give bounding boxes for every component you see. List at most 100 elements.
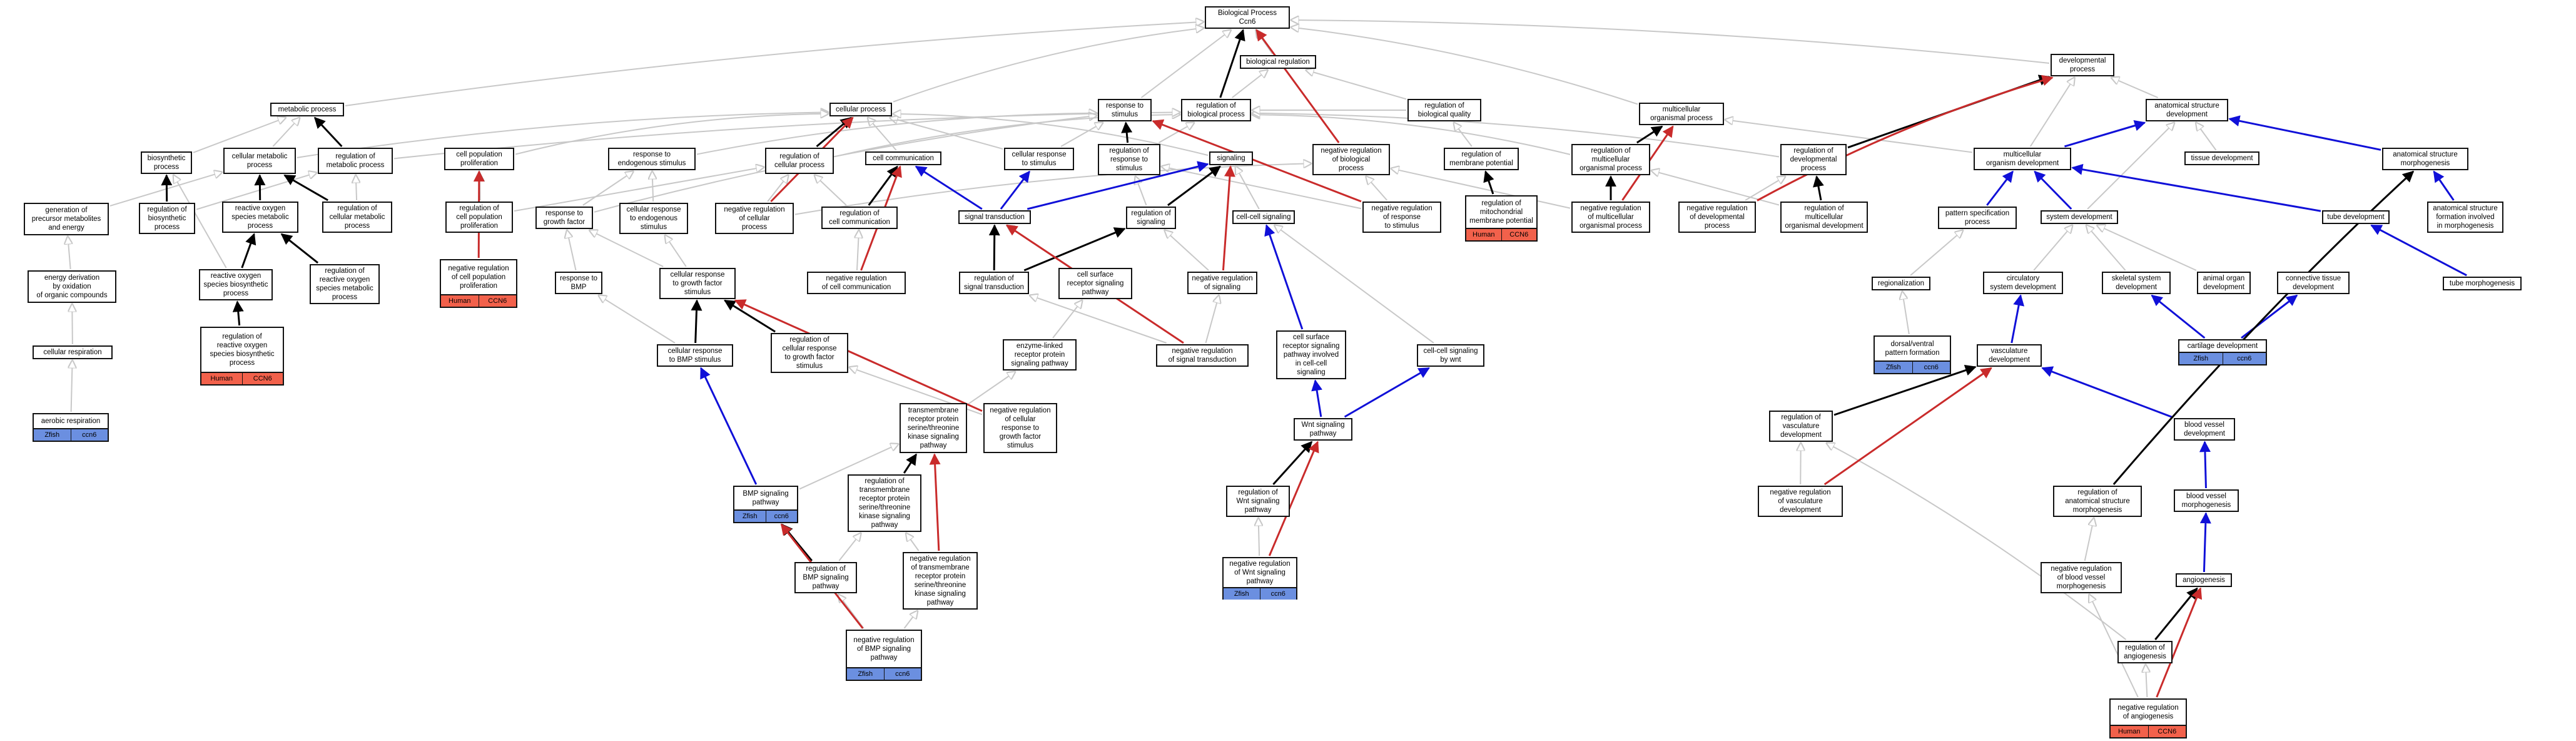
go-term-node[interactable]: Biological Process Ccn6 [1205, 6, 1290, 29]
go-term-node[interactable]: regulation of multicellular organismal p… [1571, 144, 1650, 175]
go-term-node[interactable]: tissue development [2184, 151, 2259, 165]
go-term-node[interactable]: negative regulation of signaling [1187, 272, 1257, 294]
go-term-node[interactable]: anatomical structure morphogenesis [2382, 148, 2468, 170]
go-term-node[interactable]: multicellular organismal process [1639, 103, 1724, 125]
go-term-node[interactable]: negative regulation of transmembrane rec… [903, 552, 978, 610]
go-term-node[interactable]: response to growth factor [535, 207, 593, 229]
go-term-node[interactable]: signaling [1209, 151, 1253, 165]
go-term-node[interactable]: cell surface receptor signaling pathway … [1276, 330, 1346, 379]
go-term-node[interactable]: regulation of transmembrane receptor pro… [848, 474, 921, 532]
go-term-node[interactable]: regionalization [1872, 277, 1930, 290]
go-term-node[interactable]: skeletal system development [2102, 272, 2171, 294]
go-term-node[interactable]: metabolic process [270, 103, 344, 116]
go-term-node[interactable]: circulatory system development [1983, 272, 2063, 294]
go-term-label: cellular response to endogenous stimulus [626, 206, 681, 232]
go-term-node[interactable]: generation of precursor metabolites and … [24, 203, 109, 235]
go-term-node[interactable]: negative regulation of cell population p… [440, 259, 517, 308]
go-term-node[interactable]: cell population proliferation [444, 148, 514, 170]
go-term-node[interactable]: pattern specification process [1938, 207, 2017, 229]
relation-edge-gray [906, 533, 920, 551]
go-term-node[interactable]: cell-cell signaling by wnt [1417, 344, 1484, 367]
go-term-node[interactable]: regulation of angiogenesis [2117, 641, 2173, 663]
go-term-node[interactable]: cellular response to endogenous stimulus [619, 203, 688, 234]
go-term-node[interactable]: developmental process [2051, 54, 2114, 76]
go-term-node[interactable]: cell surface receptor signaling pathway [1058, 268, 1132, 299]
go-term-node[interactable]: response to stimulus [1098, 99, 1152, 121]
go-term-node[interactable]: signal transduction [958, 210, 1031, 224]
go-term-node[interactable]: negative regulation of cellular process [715, 203, 794, 234]
go-term-node[interactable]: cellular response to growth factor stimu… [659, 268, 736, 299]
go-term-node[interactable]: regulation of developmental process [1780, 144, 1847, 175]
go-term-node[interactable]: regulation of cellular metabolic process [322, 202, 392, 233]
go-term-node[interactable]: negative regulation of multicellular org… [1571, 202, 1650, 233]
go-term-node[interactable]: vasculature development [1977, 344, 2042, 367]
go-term-node[interactable]: anatomical structure development [2146, 99, 2228, 121]
go-term-node[interactable]: blood vessel morphogenesis [2174, 489, 2239, 512]
go-term-node[interactable]: tube development [2322, 210, 2390, 224]
go-term-node[interactable]: negative regulation of signal transducti… [1156, 344, 1249, 367]
go-term-node[interactable]: negative regulation of Wnt signaling pat… [1222, 557, 1297, 600]
go-term-node[interactable]: energy derivation by oxidation of organi… [28, 270, 116, 303]
go-term-node[interactable]: regulation of BMP signaling pathway [794, 562, 857, 593]
go-term-node[interactable]: regulation of anatomical structure morph… [2053, 486, 2142, 517]
go-term-node[interactable]: regulation of signaling [1126, 207, 1176, 229]
go-term-node[interactable]: negative regulation of cellular response… [983, 403, 1057, 453]
go-term-node[interactable]: negative regulation of developmental pro… [1678, 202, 1756, 233]
go-term-node[interactable]: multicellular organism development [1974, 148, 2071, 170]
go-term-node[interactable]: biological regulation [1240, 55, 1316, 69]
go-term-node[interactable]: regulation of biological process [1181, 99, 1251, 121]
go-term-node[interactable]: biosynthetic process [141, 151, 192, 174]
go-term-node[interactable]: regulation of biological quality [1407, 99, 1481, 121]
go-term-node[interactable]: regulation of Wnt signaling pathway [1226, 486, 1290, 517]
go-term-node[interactable]: cellular metabolic process [223, 148, 296, 174]
go-term-node[interactable]: regulation of multicellular organismal d… [1780, 202, 1868, 233]
go-term-node[interactable]: cell communication [865, 151, 941, 165]
go-term-node[interactable]: regulation of metabolic process [318, 148, 393, 174]
go-term-node[interactable]: tube morphogenesis [2443, 277, 2522, 290]
go-term-node[interactable]: cellular respiration [33, 345, 113, 359]
go-term-node[interactable]: cellular process [829, 103, 892, 116]
go-term-node[interactable]: negative regulation of blood vessel morp… [2041, 562, 2122, 593]
go-term-node[interactable]: angiogenesis [2176, 573, 2232, 587]
go-term-node[interactable]: regulation of mitochondrial membrane pot… [1465, 195, 1538, 242]
go-term-node[interactable]: regulation of cell communication [821, 207, 898, 229]
relation-edge-red [929, 453, 941, 551]
go-term-node[interactable]: system development [2041, 210, 2118, 224]
go-term-node[interactable]: response to endogenous stimulus [608, 148, 696, 170]
go-term-node[interactable]: blood vessel development [2174, 418, 2235, 441]
go-term-node[interactable]: reactive oxygen species biosynthetic pro… [199, 269, 273, 300]
go-term-node[interactable]: connective tissue development [2277, 272, 2350, 294]
go-term-node[interactable]: regulation of signal transduction [959, 272, 1029, 294]
go-term-node[interactable]: regulation of cellular process [765, 148, 834, 174]
go-term-node[interactable]: anatomical structure formation involved … [2427, 202, 2503, 233]
go-term-node[interactable]: cellular response to BMP stimulus [657, 344, 733, 367]
go-term-node[interactable]: negative regulation of BMP signaling pat… [846, 630, 922, 681]
go-term-node[interactable]: regulation of vasculature development [1769, 411, 1833, 442]
go-term-node[interactable]: regulation of response to stimulus [1098, 144, 1160, 175]
go-term-node[interactable]: transmembrane receptor protein serine/th… [900, 403, 967, 453]
go-term-node[interactable]: enzyme-linked receptor protein signaling… [1003, 339, 1077, 370]
go-term-node[interactable]: cellular response to stimulus [1004, 148, 1074, 170]
go-term-node[interactable]: negative regulation of response to stimu… [1362, 202, 1441, 233]
go-term-node[interactable]: negative regulation of biological proces… [1312, 144, 1390, 175]
go-term-node[interactable]: regulation of reactive oxygen species bi… [200, 327, 284, 386]
go-term-node[interactable]: regulation of cell population proliferat… [445, 202, 513, 233]
go-term-node[interactable]: animal organ development [2197, 272, 2251, 294]
go-term-node[interactable]: negative regulation of cell communicatio… [807, 272, 906, 294]
go-term-node[interactable]: Wnt signaling pathway [1294, 418, 1352, 441]
go-term-node[interactable]: reactive oxygen species metabolic proces… [222, 202, 298, 233]
relation-edge-blue [1264, 224, 1304, 330]
go-term-node[interactable]: response to BMP [555, 272, 602, 294]
go-term-node[interactable]: regulation of biosynthetic process [139, 203, 195, 234]
go-term-node[interactable]: regulation of cellular response to growt… [771, 333, 848, 373]
go-term-node[interactable]: regulation of membrane potential [1444, 148, 1519, 170]
relation-edge-gray [1454, 123, 1473, 147]
go-term-node[interactable]: negative regulation of vasculature devel… [1758, 486, 1843, 517]
go-term-node[interactable]: regulation of reactive oxygen species me… [310, 264, 380, 304]
go-term-node[interactable]: cell-cell signaling [1232, 210, 1295, 224]
